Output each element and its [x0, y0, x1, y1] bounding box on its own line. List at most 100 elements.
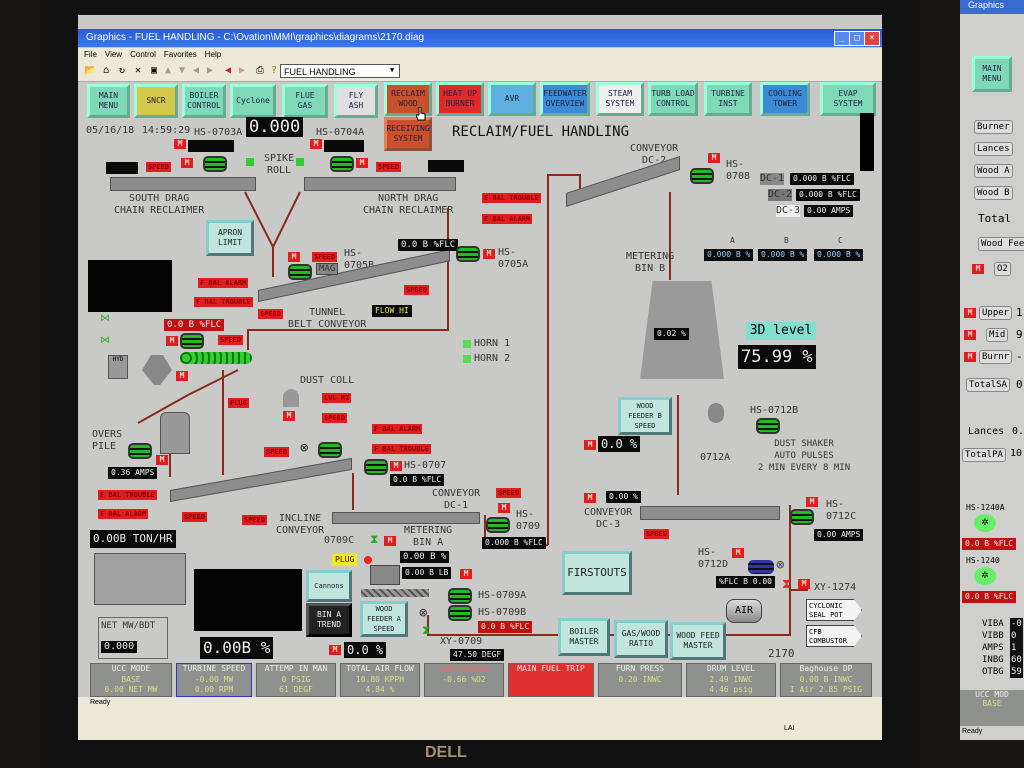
- motor-icon[interactable]: [128, 443, 152, 459]
- m-icon[interactable]: M: [390, 461, 402, 471]
- m-icon[interactable]: M: [174, 139, 186, 149]
- nav-button-sncr[interactable]: SNCR: [134, 84, 178, 118]
- m-icon[interactable]: M: [310, 139, 322, 149]
- m-icon[interactable]: M: [732, 548, 744, 558]
- firstouts-button[interactable]: FIRSTOUTS: [562, 551, 632, 595]
- x-icon[interactable]: ✕: [134, 65, 142, 76]
- refresh-icon[interactable]: ↻: [118, 65, 126, 76]
- m-icon[interactable]: M: [356, 158, 368, 168]
- nav-button-evap-system[interactable]: EVAP SYSTEM: [820, 82, 876, 116]
- nav-button-feedwater-overview[interactable]: FEEDWATER OVERVIEW: [540, 82, 590, 116]
- m-icon[interactable]: M: [498, 503, 510, 513]
- m-icon[interactable]: M: [166, 336, 178, 346]
- motor-icon[interactable]: [180, 333, 204, 349]
- nav-button-turb-load-control[interactable]: TURB LOAD CONTROL: [648, 82, 698, 116]
- main-menu-button[interactable]: MAIN MENU: [972, 56, 1012, 92]
- help-icon[interactable]: ?: [270, 65, 278, 76]
- back-icon[interactable]: ◀: [224, 65, 232, 76]
- status-panel[interactable]: LOW OXYGEN-0.66 %O2: [424, 663, 504, 697]
- nav-button-reclaim-wood[interactable]: RECLAIM WOOD: [384, 82, 432, 116]
- nav-button-boiler-control[interactable]: BOILER CONTROL: [182, 84, 226, 118]
- fan-icon[interactable]: ✲: [974, 567, 996, 585]
- nav-button-fly-ash[interactable]: FLY ASH: [334, 84, 378, 118]
- bin-a-trend-button[interactable]: BIN A TREND: [306, 603, 352, 637]
- motor-icon[interactable]: [288, 264, 312, 280]
- close-button[interactable]: ×: [864, 31, 880, 46]
- m-icon[interactable]: M: [806, 497, 818, 507]
- down-arrow-icon[interactable]: ▼: [178, 65, 186, 76]
- motor-icon[interactable]: [790, 509, 814, 525]
- nav-button-flue-gas[interactable]: FLUE GAS: [282, 84, 328, 118]
- m-icon[interactable]: M: [798, 579, 810, 589]
- motor-icon[interactable]: [448, 588, 472, 604]
- menu-control[interactable]: Control: [130, 50, 156, 59]
- wood-feeder-a-speed-button[interactable]: WOOD FEEDER A SPEED: [360, 601, 408, 637]
- m-icon[interactable]: M: [329, 645, 341, 655]
- m-icon[interactable]: M: [972, 264, 984, 274]
- motor-icon[interactable]: [330, 156, 354, 172]
- m-icon[interactable]: M: [964, 352, 976, 362]
- motor-icon[interactable]: [690, 168, 714, 184]
- nav-button-cyclone[interactable]: Cyclone: [230, 84, 276, 118]
- m-icon[interactable]: M: [584, 440, 596, 450]
- right-arrow-icon[interactable]: ▶: [206, 65, 214, 76]
- nav-button-heat-up-burner[interactable]: HEAT UP BURNER: [436, 82, 484, 116]
- nav-button-cooling-tower[interactable]: COOLING TOWER: [760, 82, 810, 116]
- left-arrow-icon[interactable]: ◀: [192, 65, 200, 76]
- valve-icon[interactable]: ⧗: [370, 532, 379, 546]
- m-icon[interactable]: M: [584, 493, 596, 503]
- m-icon[interactable]: M: [283, 411, 295, 421]
- m-icon[interactable]: M: [964, 308, 976, 318]
- motor-icon[interactable]: [318, 442, 342, 458]
- m-icon[interactable]: M: [176, 371, 188, 381]
- m-icon[interactable]: M: [708, 153, 720, 163]
- gas-wood-ratio-button[interactable]: GAS/WOOD RATIO: [614, 620, 668, 658]
- nav-button-avr[interactable]: AVR: [488, 82, 536, 116]
- menu-file[interactable]: File: [84, 50, 97, 59]
- menu-help[interactable]: Help: [204, 50, 222, 59]
- m-icon[interactable]: M: [460, 569, 472, 579]
- motor-icon[interactable]: [748, 560, 774, 574]
- forward-icon[interactable]: ▶: [238, 65, 246, 76]
- valve-icon[interactable]: ⧗: [422, 623, 431, 637]
- fan-icon[interactable]: ✲: [974, 514, 996, 532]
- status-panel[interactable]: MAIN FUEL TRIP: [508, 663, 594, 697]
- receiving-system-button[interactable]: RECEIVING SYSTEM: [384, 117, 432, 151]
- menu-view[interactable]: View: [104, 50, 123, 59]
- motor-icon[interactable]: [486, 517, 510, 533]
- wood-feed-master-button[interactable]: WOOD FEED MASTER: [670, 622, 726, 660]
- nav-button-steam-system[interactable]: STEAM SYSTEM: [596, 82, 644, 116]
- cannons-button[interactable]: Cannons: [306, 570, 352, 602]
- motor-icon[interactable]: [448, 605, 472, 621]
- valve-icon[interactable]: ⧗: [782, 577, 792, 592]
- nav-button-turbine-inst[interactable]: TURBINE INST: [704, 82, 752, 116]
- graphic-select[interactable]: FUEL HANDLING: [280, 64, 400, 78]
- maximize-button[interactable]: □: [849, 31, 865, 46]
- motor-icon[interactable]: [364, 459, 388, 475]
- m-icon[interactable]: M: [483, 249, 495, 259]
- cfb-combustor-link[interactable]: CFB COMBUSTOR: [806, 625, 862, 647]
- motor-icon[interactable]: [456, 246, 480, 262]
- home-icon[interactable]: ⌂: [102, 65, 110, 76]
- m-icon[interactable]: M: [156, 455, 168, 465]
- motor-icon[interactable]: [756, 418, 780, 434]
- print-icon[interactable]: ⎙: [256, 65, 264, 76]
- nav-button-main-menu[interactable]: MAIN MENU: [87, 84, 130, 118]
- m-icon[interactable]: M: [181, 158, 193, 168]
- open-icon[interactable]: 📂: [84, 65, 97, 76]
- wood-feeder-b-speed-button[interactable]: WOOD FEEDER B SPEED: [618, 397, 672, 435]
- apron-limit-button[interactable]: APRON LIMIT: [206, 220, 254, 256]
- m-icon[interactable]: M: [384, 536, 396, 546]
- frame-icon[interactable]: ▣: [150, 65, 158, 76]
- chevron-down-icon[interactable]: ▼: [390, 66, 395, 74]
- up-arrow-icon[interactable]: ▲: [164, 65, 172, 76]
- m-icon[interactable]: M: [288, 252, 300, 262]
- motor-icon[interactable]: [203, 156, 227, 172]
- cyclonic-seal-pot-link[interactable]: CYCLONIC SEAL POT: [806, 599, 862, 621]
- m-icon[interactable]: M: [964, 330, 976, 340]
